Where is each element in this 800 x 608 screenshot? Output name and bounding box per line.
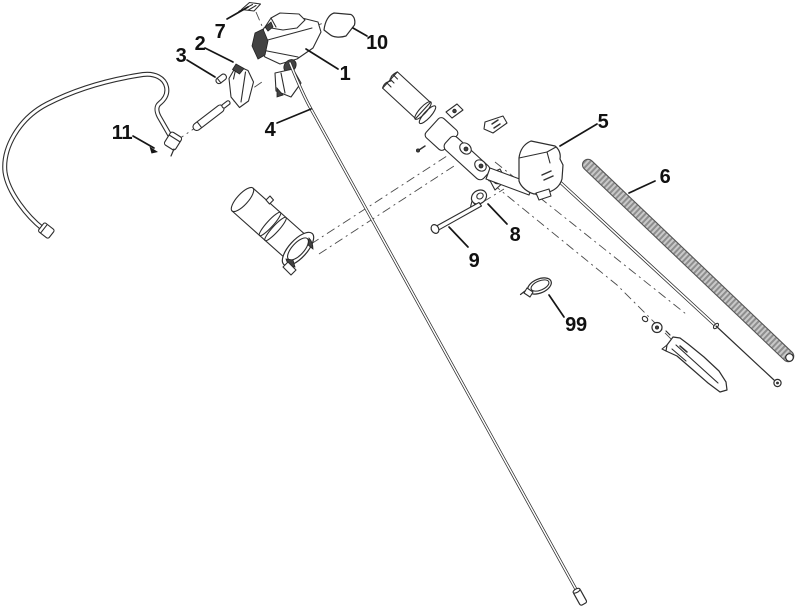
handle-bracket-assembly	[382, 71, 534, 196]
callout-label-10: 10	[366, 32, 388, 54]
pin-part-3	[215, 73, 227, 85]
housing-strap	[251, 28, 269, 60]
callout-label-5: 5	[598, 111, 609, 133]
cable-end-fitting	[572, 587, 588, 606]
callout-label-99: 99	[565, 314, 587, 336]
spring-end-loop	[785, 353, 794, 362]
callout-label-11: 11	[112, 122, 133, 144]
return-spring-part-6	[581, 158, 795, 363]
bracket-latch	[483, 115, 508, 134]
latch-block-part-2	[228, 63, 255, 109]
callout-label-9: 9	[469, 250, 480, 272]
callout-label-8: 8	[510, 224, 521, 246]
leader-line-8	[487, 203, 508, 225]
grip-tube	[230, 186, 315, 276]
leader-line-3	[186, 59, 216, 78]
leader-line-2	[204, 47, 234, 63]
leader-line-1	[305, 48, 339, 70]
leader-line-6	[628, 180, 656, 194]
leader-line-10	[352, 27, 368, 37]
callout-label-3: 3	[176, 45, 187, 67]
callout-label-7: 7	[215, 21, 226, 43]
bail-end-cap	[38, 222, 55, 239]
callouts: 1 2 3 4 5 6 7 8 9 10 11 99	[112, 6, 671, 336]
cable-tie-part-99	[519, 277, 552, 298]
callout-label-4: 4	[265, 119, 277, 141]
cover-plate-part-10	[323, 12, 356, 38]
centerline-grip-lower	[318, 165, 455, 255]
broken-handle-tube	[382, 71, 431, 120]
callout-label-1: 1	[340, 63, 351, 85]
bolt-head	[430, 224, 440, 234]
trigger-housing-part-1	[251, 12, 322, 98]
leader-line-4	[276, 108, 312, 124]
grip-tube-cap	[230, 186, 255, 213]
leader-line-7	[226, 6, 249, 20]
bolt-part-9	[430, 201, 483, 234]
leader-line-99	[548, 294, 565, 318]
lever-blade	[665, 336, 728, 393]
callout-label-2: 2	[195, 33, 206, 55]
cable-conduit	[192, 100, 231, 132]
leader-line-5	[559, 123, 598, 147]
leader-arrowhead-11	[149, 146, 158, 154]
housing-cover-part-5	[518, 140, 564, 201]
grip-tube-nub	[265, 195, 275, 205]
callout-label-6: 6	[660, 166, 671, 188]
centerline-bolt	[482, 188, 505, 203]
throttle-lever	[641, 315, 728, 393]
bracket-bar	[443, 135, 491, 181]
bail-cable-fitting	[163, 131, 183, 157]
centerline-grip-upper	[310, 155, 448, 245]
bail-control-bar	[2, 71, 183, 239]
grip-cam	[281, 231, 315, 276]
leader-line-11	[132, 135, 155, 149]
push-rod	[558, 180, 782, 388]
leader-line-9	[448, 226, 469, 248]
